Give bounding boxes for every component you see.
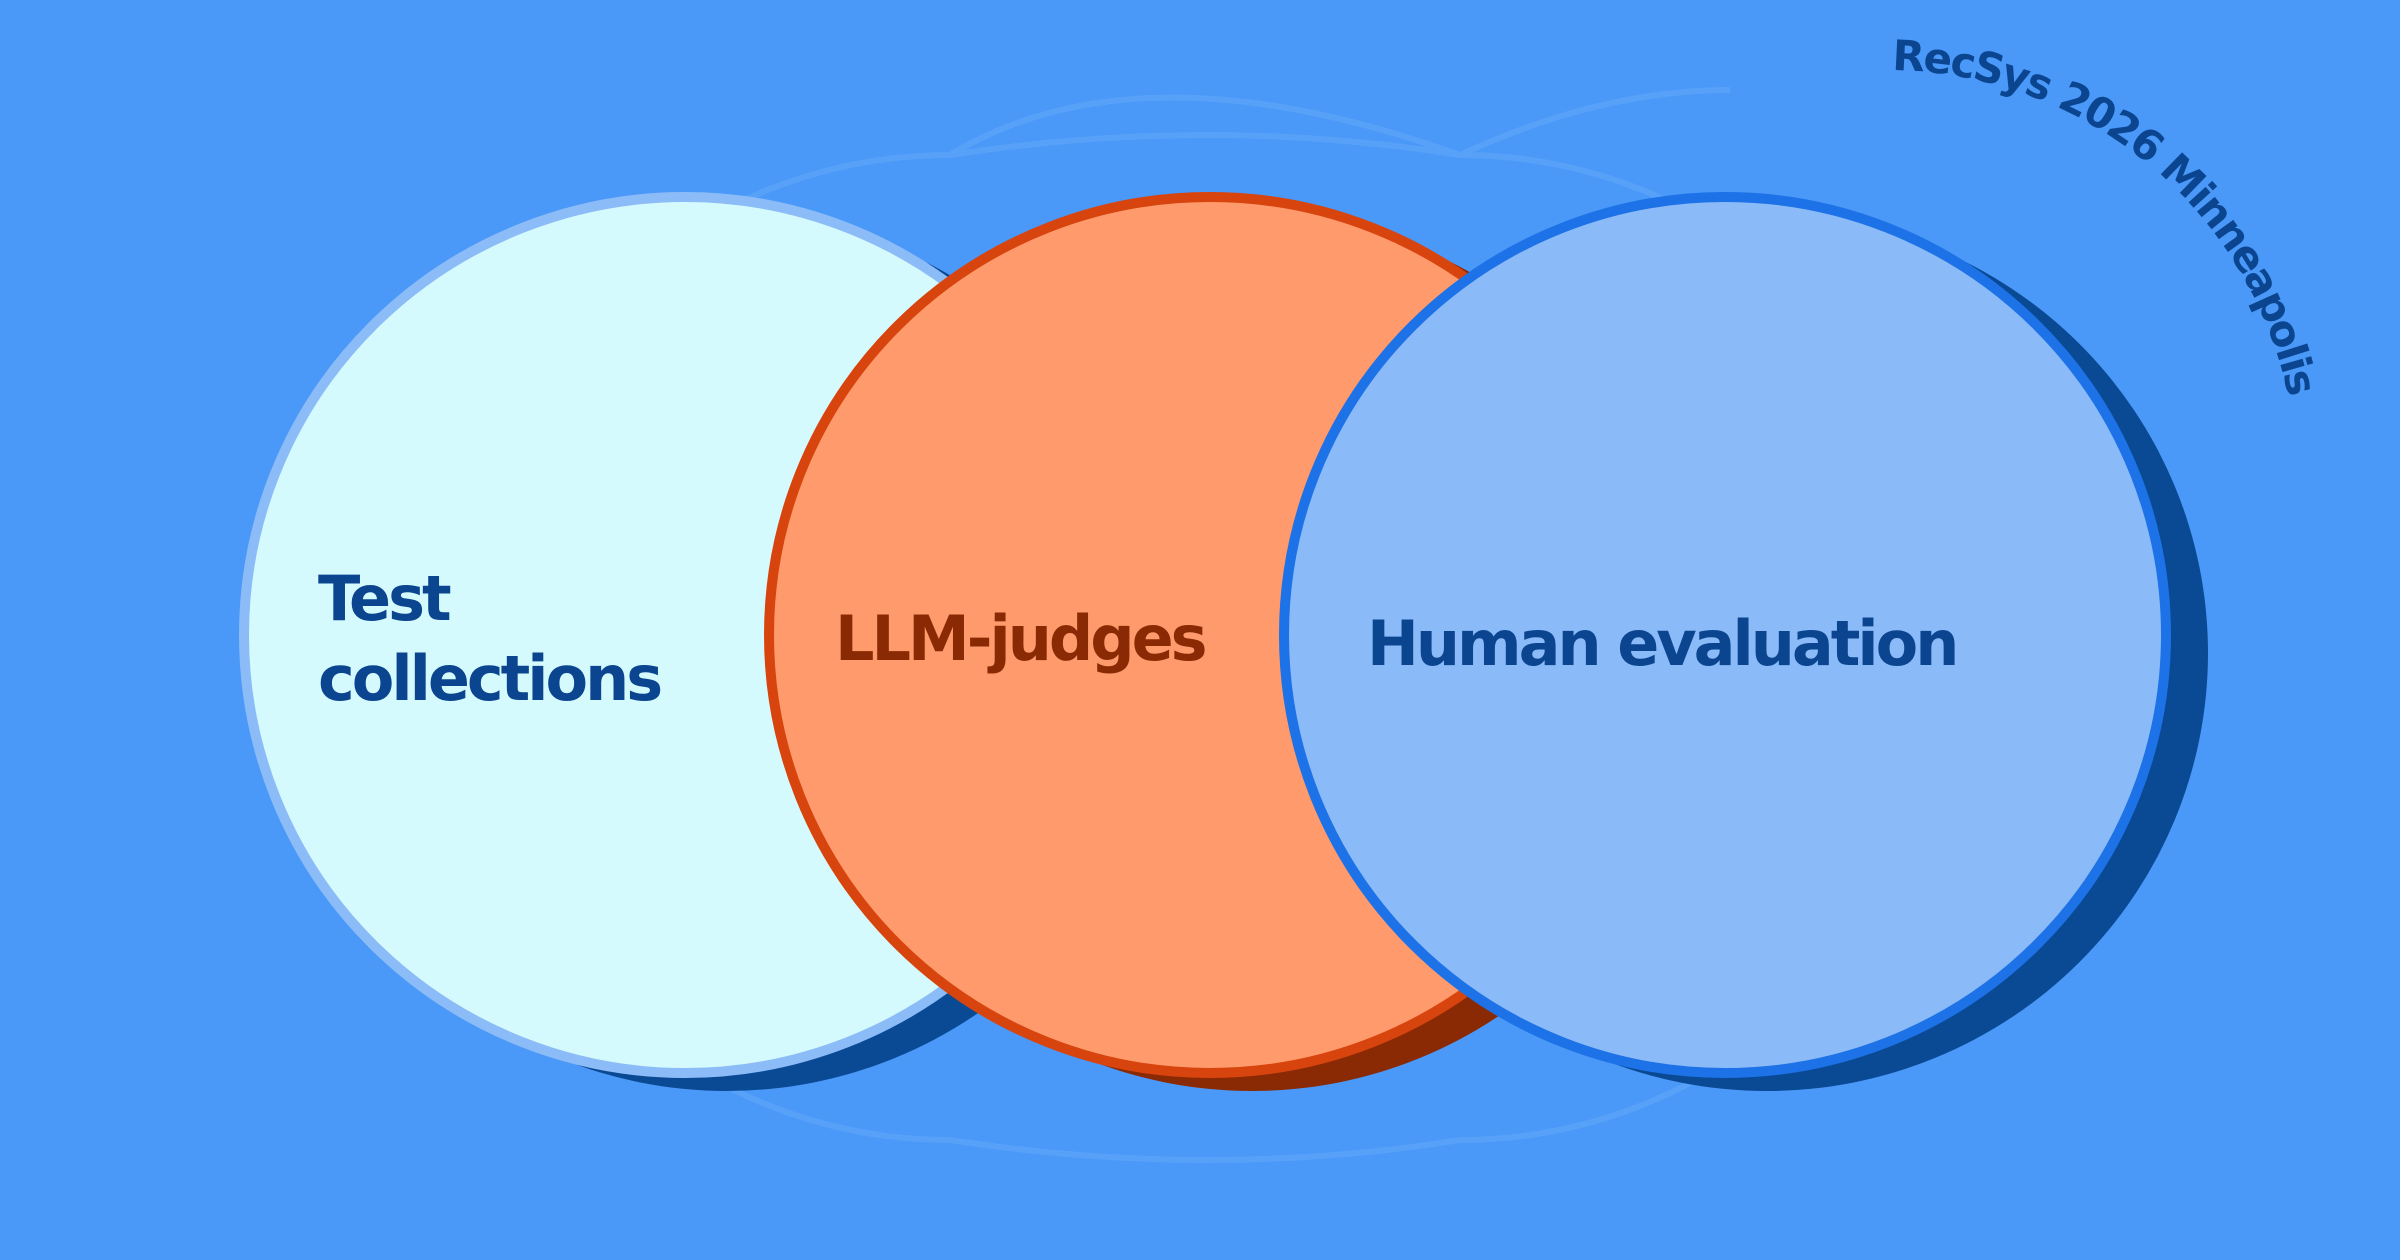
label-line: Human evaluation [1367,607,1956,680]
label-line: LLM-judges [835,602,1205,675]
circle-human-evaluation [1279,192,2208,1091]
label-line: collections [318,642,660,715]
circle-body [1279,192,2171,1078]
label-line: Test [318,562,451,635]
label-human-evaluation: Human evaluation [1367,607,1956,680]
label-test-collections: Test collections [318,562,660,715]
label-llm-judges: LLM-judges [835,602,1205,675]
